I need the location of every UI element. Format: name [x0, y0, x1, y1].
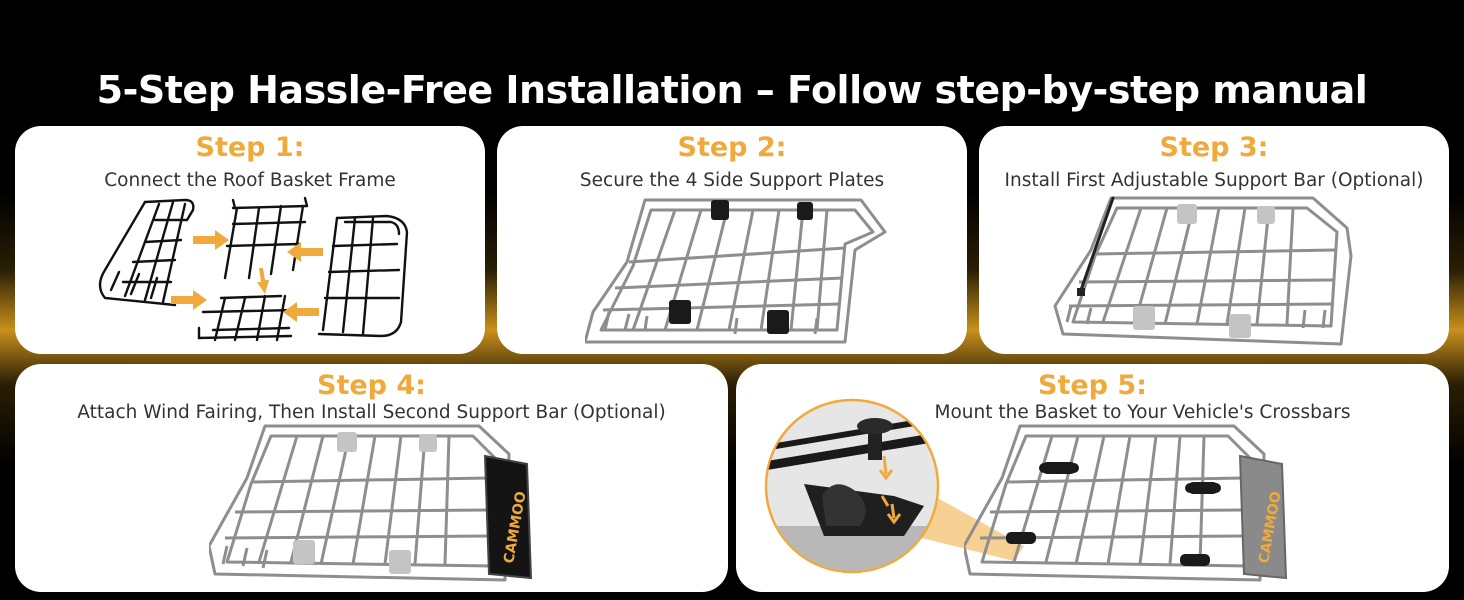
wind-fairing [1238, 454, 1288, 580]
basket-mounted-illustration: CAMMOO [964, 424, 1288, 582]
crossbar-clamps [1006, 462, 1221, 566]
center-top-piece [223, 196, 309, 280]
center-bottom-piece [197, 294, 297, 342]
step-2-description: Secure the 4 Side Support Plates [579, 170, 885, 191]
frame-pieces-illustration [98, 196, 409, 342]
step-4-card: Step 4: Attach Wind Fairing, Then Instal… [15, 364, 728, 592]
step-5-card: Step 5: Mount the Basket to Your Vehicle… [736, 364, 1449, 592]
step-1-title: Step 1: [195, 132, 305, 163]
step-5-description: Mount the Basket to Your Vehicle's Cross… [934, 402, 1351, 423]
step-3-description: Install First Adjustable Support Bar (Op… [1004, 170, 1424, 191]
page-title: 5-Step Hassle-Free Installation – Follow… [96, 68, 1368, 112]
assembly-arrows [171, 230, 323, 322]
step-4-description: Attach Wind Fairing, Then Install Second… [77, 402, 666, 423]
basket-support-bar-illustration [1053, 196, 1353, 346]
step-2-title: Step 2: [677, 132, 787, 163]
clamp-detail-illustration [764, 398, 1024, 574]
step-2-card: Step 2: Secure the 4 Side Support Plates [497, 126, 967, 354]
step-3-title: Step 3: [1159, 132, 1269, 163]
basket-wind-fairing-illustration: CAMMOO [209, 424, 533, 582]
front-frame-piece [98, 198, 195, 307]
rear-frame-piece [317, 214, 409, 338]
wind-fairing: CAMMOO [483, 454, 533, 580]
step-1-card: Step 1: Connect the Roof Basket Frame [15, 126, 485, 354]
step-3-card: Step 3: Install First Adjustable Support… [979, 126, 1449, 354]
step-1-description: Connect the Roof Basket Frame [104, 170, 396, 191]
side-support-plates [669, 200, 813, 334]
step-4-title: Step 4: [317, 370, 426, 401]
step-5-title: Step 5: [1038, 370, 1147, 401]
adjustable-support-bar [1077, 196, 1115, 296]
basket-plates-illustration [585, 198, 887, 344]
